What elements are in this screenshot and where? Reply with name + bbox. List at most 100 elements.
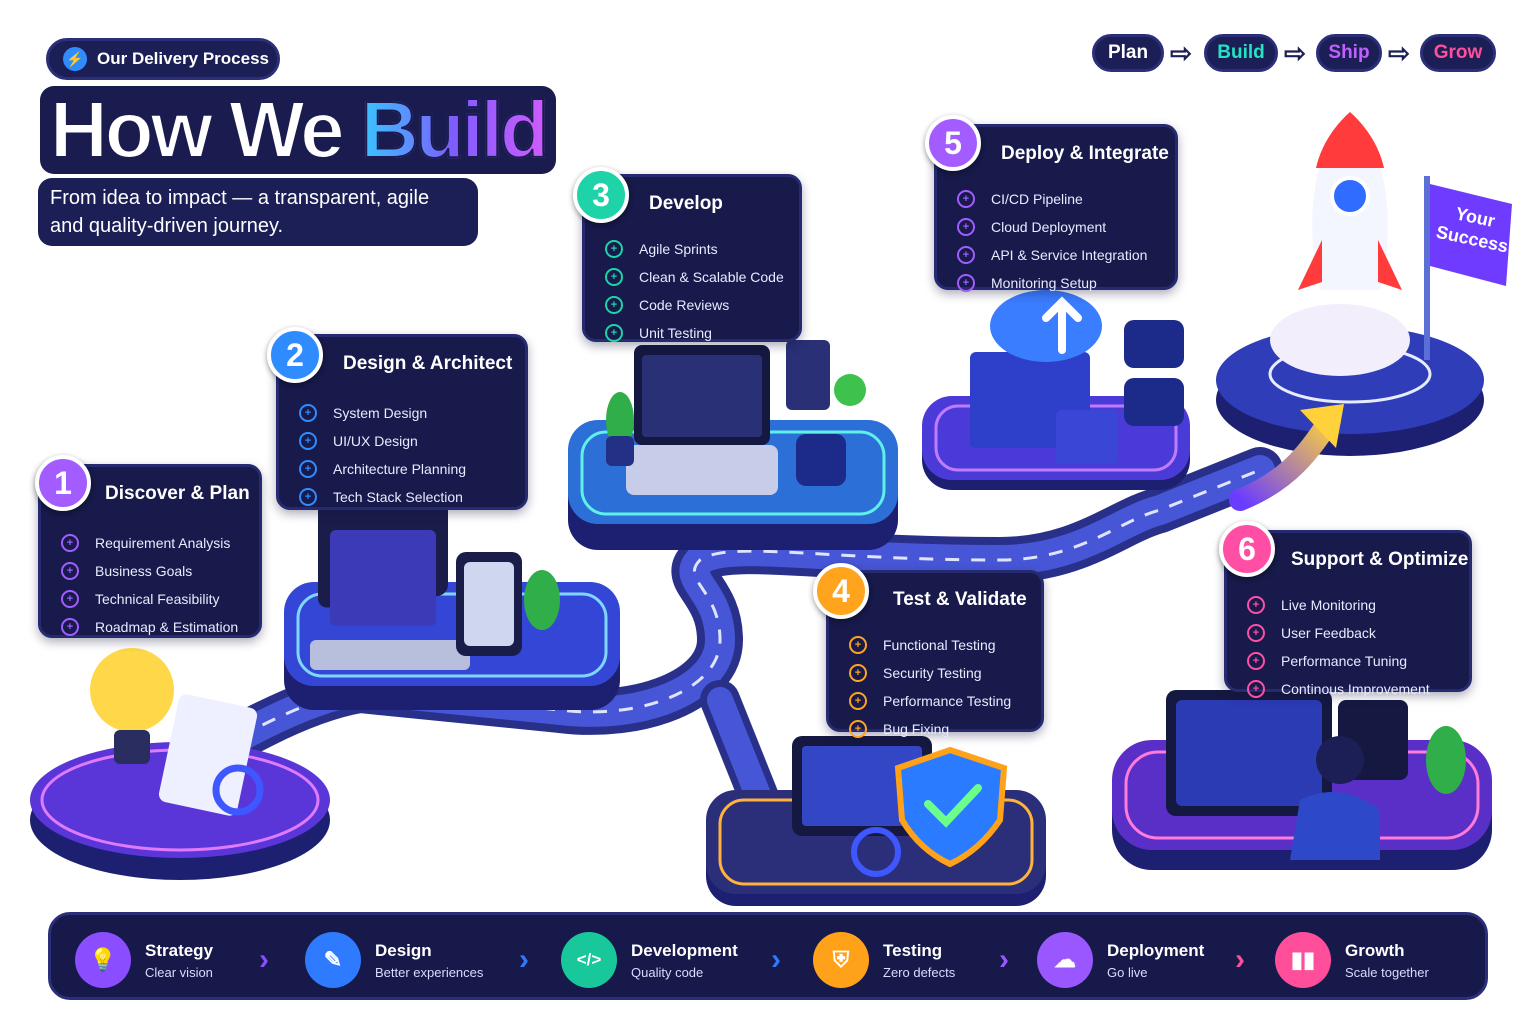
step-item-list: + CI/CD Pipeline+ Cloud Deployment +API & S… (957, 185, 1165, 297)
chevron-right-icon: › (259, 943, 269, 976)
step-item: +Code Reviews (605, 291, 789, 319)
step-item-label: Roadmap & Estimation (95, 619, 239, 635)
step-title: Design & Architect (343, 353, 513, 374)
step-item-label: Functional Testing (883, 637, 996, 653)
plus-circle-icon: + (61, 618, 79, 636)
step-item-label: Performance Tuning (1281, 653, 1408, 669)
step-item-label: Tech Stack Selection (333, 489, 463, 505)
platform-deploy (922, 290, 1190, 490)
step-item: + Functional Testing (849, 631, 1031, 659)
step-item-label: Monitoring Setup (991, 275, 1097, 291)
step-item-label: Cloud Deployment (991, 219, 1107, 235)
step-item: +Performance Tuning (1247, 647, 1459, 675)
step-number-badge: 1 (35, 455, 91, 511)
bottom-item-title: Testing (883, 940, 943, 960)
step-item: +API & Service Integration (957, 241, 1165, 269)
platform-launch (1216, 112, 1512, 511)
process-tag: ⚡ Our Delivery Process (46, 38, 280, 80)
plus-circle-icon: + (849, 664, 867, 682)
step-item: + Tech Stack Selection (299, 483, 515, 511)
step-number-badge: 3 (573, 167, 629, 223)
cloud-upload-icon: ☁ (1037, 932, 1093, 988)
lightbulb-icon: 💡 (75, 932, 131, 988)
step-number-badge: 6 (1219, 521, 1275, 577)
shield-icon: ⛨ (813, 932, 869, 988)
plus-circle-icon: + (61, 562, 79, 580)
step-item-label: Agile Sprints (639, 241, 718, 257)
step-item-label: CI/CD Pipeline (991, 191, 1083, 207)
flow-chip-plan: Plan (1092, 34, 1164, 72)
step-item-label: System Design (333, 405, 428, 421)
plus-circle-icon: + (849, 720, 867, 738)
bottom-item-title: Development (631, 940, 738, 960)
step-title: Test & Validate (893, 589, 1027, 610)
chevron-right-icon: › (1235, 943, 1245, 976)
plus-circle-icon: + (605, 296, 623, 314)
step-item-list: +Agile Sprints+Clean & Scalable Code+Cod… (605, 235, 789, 347)
title-accent: Build (360, 85, 550, 174)
step-item-label: Architecture Planning (333, 461, 467, 477)
step-item: +Monitoring Setup (957, 269, 1165, 297)
step-item: + CI/CD Pipeline (957, 185, 1165, 213)
step-item-list: +Live Monitoring+User Feedback+Performan… (1247, 591, 1459, 703)
plus-circle-icon: + (605, 324, 623, 342)
platform-design (284, 465, 620, 710)
flow-arrow-icon: ⇨ (1388, 38, 1410, 68)
step-item: +Clean & Scalable Code (605, 263, 789, 291)
plus-circle-icon: + (849, 636, 867, 654)
plus-circle-icon: + (849, 692, 867, 710)
plus-circle-icon: + (61, 590, 79, 608)
bolt-icon: ⚡ (63, 47, 87, 71)
platform-support (1112, 690, 1492, 870)
step-item: + Architecture Planning (299, 455, 515, 483)
flow-arrow-icon: ⇨ (1170, 38, 1192, 68)
pencil-icon: ✎ (305, 932, 361, 988)
step-item-label: Bug Fixing (883, 721, 950, 737)
chevron-right-icon: › (999, 943, 1009, 976)
page-subtitle: From idea to impact — a transparent, agi… (38, 178, 478, 246)
plus-circle-icon: + (299, 432, 317, 450)
step-item: +Technical Feasibility (61, 585, 249, 613)
flow-arrow-icon: ⇨ (1284, 38, 1306, 68)
step-item: + Performance Testing (849, 687, 1031, 715)
step-item-label: Clean & Scalable Code (639, 269, 784, 285)
bottom-item-subtitle: Better experiences (375, 964, 484, 980)
step-item-label: UI/UX Design (333, 433, 418, 449)
step-item: + UI/UX Design (299, 427, 515, 455)
chevron-right-icon: › (771, 943, 781, 976)
step-number-badge: 2 (267, 327, 323, 383)
step-item: +Live Monitoring (1247, 591, 1459, 619)
step-item-label: Unit Testing (639, 325, 712, 341)
step-item: +Requirement Analysis (61, 529, 249, 557)
step-item: + Agile Sprints (605, 235, 789, 263)
plus-circle-icon: + (957, 190, 975, 208)
step-number-badge: 5 (925, 115, 981, 171)
plus-circle-icon: + (299, 488, 317, 506)
flow-chip-ship: Ship (1316, 34, 1382, 72)
step-item: +System Design (299, 399, 515, 427)
step-title: Develop (649, 193, 723, 214)
plus-circle-icon: + (605, 240, 623, 258)
bottom-item-title: Deployment (1107, 940, 1205, 960)
step-number-badge: 4 (813, 563, 869, 619)
step-item: +User Feedback (1247, 619, 1459, 647)
step-title: Support & Optimize (1291, 549, 1469, 570)
plus-circle-icon: + (299, 460, 317, 478)
step-item-label: Performance Testing (883, 693, 1012, 709)
